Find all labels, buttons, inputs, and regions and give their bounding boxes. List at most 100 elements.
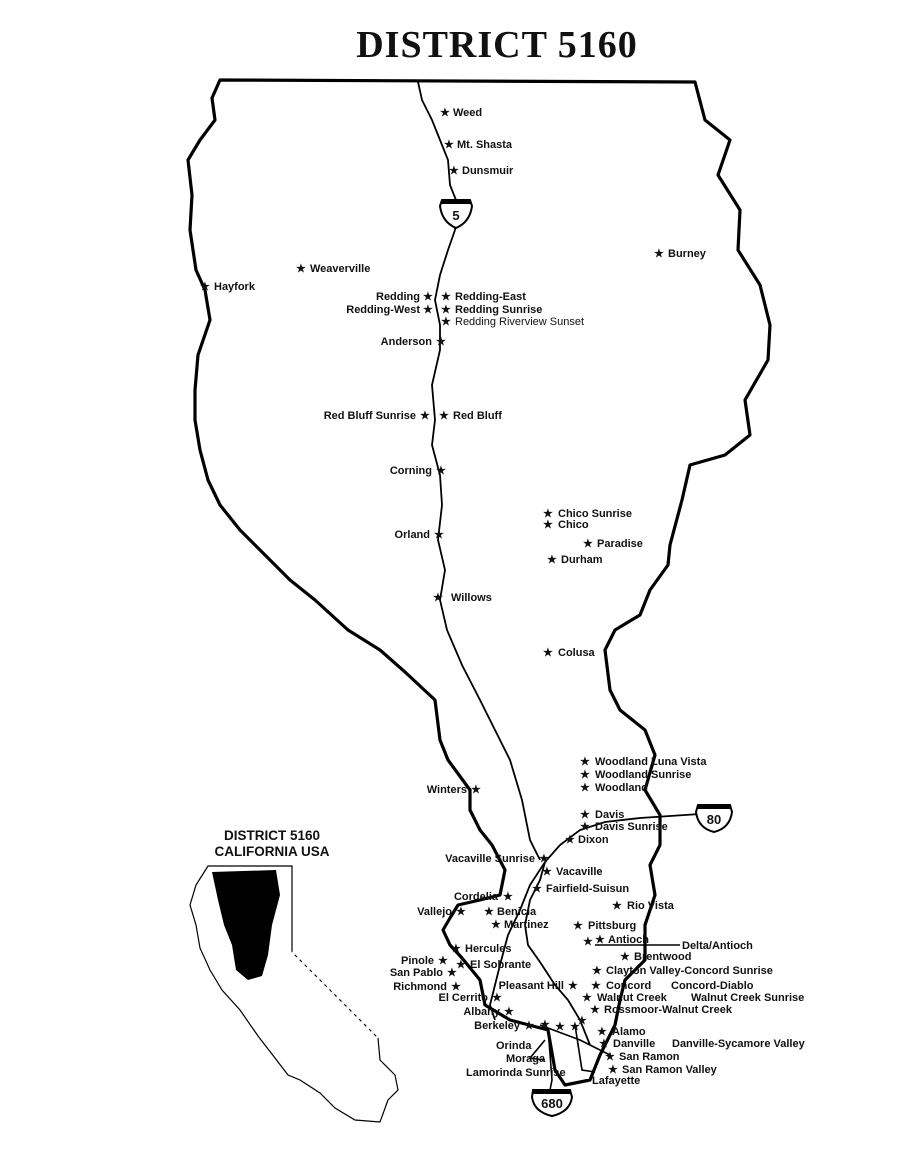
city-vacaville: Vacaville [556, 866, 603, 878]
city-fairfield-suisun: Fairfield-Suisun [546, 883, 629, 895]
interstate-680-route [524, 861, 591, 1046]
city-star-icon: ★ [438, 955, 448, 967]
inset-title-line2: CALIFORNIA USA [215, 844, 330, 859]
city-star-icon: ★ [447, 967, 457, 979]
city-star-icon: ★ [504, 1006, 514, 1018]
city-antioch: Antioch [608, 934, 649, 946]
city-rio-vista: Rio Vista [627, 900, 675, 912]
city-san-pablo: San Pablo [390, 967, 443, 979]
city-star-icon: ★ [620, 951, 630, 963]
city-star-icon: ★ [547, 554, 557, 566]
city-star-icon: ★ [580, 769, 590, 781]
inset-title-line1: DISTRICT 5160 [224, 828, 320, 843]
city-star-icon: ★ [605, 1051, 615, 1063]
city-star-icon: ★ [423, 304, 433, 316]
city-san-ramon-valley: San Ramon Valley [622, 1064, 718, 1076]
interstate-680-shield: 680 [530, 1089, 574, 1118]
city-star-icon: ★ [583, 936, 593, 948]
city-star-icon: ★ [540, 1019, 550, 1031]
city-star-icon: ★ [570, 1021, 580, 1033]
city-cordelia: Cordelia [454, 891, 499, 903]
city-star-icon: ★ [543, 508, 553, 520]
city-star-icon: ★ [423, 291, 433, 303]
interstate-5-shield: 5 [438, 199, 474, 230]
city-benicia: Benicia [497, 906, 537, 918]
city-star-icon: ★ [583, 538, 593, 550]
city-star-icon: ★ [582, 992, 592, 1004]
city-redding-sunrise: Redding Sunrise [455, 304, 542, 316]
city-woodland-luna-vista: Woodland Luna Vista [595, 756, 707, 768]
city-concord-diablo: Concord-Diablo [671, 980, 754, 992]
interstate-80-number: 80 [707, 812, 721, 827]
city-star-icon: ★ [580, 809, 590, 821]
city-star-icon: ★ [590, 1004, 600, 1016]
city-star-icon: ★ [444, 139, 454, 151]
city-richmond: Richmond [393, 981, 447, 993]
city-star-icon: ★ [491, 919, 501, 931]
district-boundary [186, 78, 772, 1087]
city-star-icon: ★ [580, 782, 590, 794]
city-star-icon: ★ [595, 934, 605, 946]
city-delta-antioch: Delta/Antioch [682, 940, 753, 952]
city-walnut-creek: Walnut Creek [597, 992, 668, 1004]
city-star-icon: ★ [592, 965, 602, 977]
city-davis: Davis [595, 809, 624, 821]
city-star-icon: ★ [608, 1064, 618, 1076]
city-star-icon: ★ [580, 756, 590, 768]
city-weaverville: Weaverville [310, 263, 370, 275]
city-star-icon: ★ [451, 943, 461, 955]
city-star-icon: ★ [654, 248, 664, 260]
city-star-icon: ★ [543, 519, 553, 531]
city-star-icon: ★ [503, 891, 513, 903]
city-dunsmuir: Dunsmuir [462, 165, 514, 177]
city-walnut-creek-sunrise: Walnut Creek Sunrise [691, 992, 804, 1004]
city-star-icon: ★ [543, 647, 553, 659]
city-star-icon: ★ [200, 281, 210, 293]
city-rossmoor-walnut-creek: Rossmoor-Walnut Creek [604, 1004, 733, 1016]
city-winters: Winters [427, 784, 467, 796]
city-star-icon: ★ [591, 980, 601, 992]
city-chico-sunrise: Chico Sunrise [558, 508, 632, 520]
city-star-icon: ★ [441, 316, 451, 328]
city-pittsburg: Pittsburg [588, 920, 636, 932]
city-star-icon: ★ [433, 592, 443, 604]
city-star-icon: ★ [296, 263, 306, 275]
city-star-icon: ★ [441, 291, 451, 303]
city-star-icon: ★ [440, 107, 450, 119]
city-markers: ★ Weed ★ Mt. Shasta ★ Dunsmuir ★ Burney … [200, 107, 806, 1087]
city-woodland: Woodland [595, 782, 648, 794]
city-dixon: Dixon [578, 834, 609, 846]
district-highlight [212, 870, 280, 980]
city-star-icon: ★ [597, 1026, 607, 1038]
city-weed: Weed [453, 107, 482, 119]
interstate-5-route [417, 81, 541, 861]
city-star-icon: ★ [420, 410, 430, 422]
city-red-bluff-sunrise: Red Bluff Sunrise [324, 410, 416, 422]
city-pleasant-hill: Pleasant Hill [499, 980, 564, 992]
city-mt-shasta: Mt. Shasta [457, 139, 513, 151]
city-star-icon: ★ [539, 853, 549, 865]
city-corning: Corning [390, 465, 432, 477]
city-star-icon: ★ [532, 883, 542, 895]
city-star-icon: ★ [555, 1021, 565, 1033]
city-alamo: Alamo [612, 1026, 646, 1038]
city-star-icon: ★ [439, 410, 449, 422]
interstate-80-shield: 80 [694, 804, 734, 834]
page-title: DISTRICT 5160 [356, 24, 638, 66]
city-star-icon: ★ [441, 304, 451, 316]
city-vallejo: Vallejo [417, 906, 452, 918]
city-martinez: Martinez [504, 919, 549, 931]
city-lafayette: Lafayette [592, 1075, 640, 1087]
city-hayfork: Hayfork [214, 281, 256, 293]
city-lamorinda-sunrise: Lamorinda Sunrise [466, 1067, 566, 1079]
city-redding-riverview-sunset: Redding Riverview Sunset [455, 316, 584, 328]
city-star-icon: ★ [580, 821, 590, 833]
bay-area-roads [528, 944, 680, 1091]
city-burney: Burney [668, 248, 707, 260]
city-moraga: Moraga [506, 1053, 546, 1065]
city-colusa: Colusa [558, 647, 596, 659]
interstate-680-number: 680 [541, 1096, 563, 1111]
city-brentwood: Brentwood [634, 951, 691, 963]
city-orinda: Orinda [496, 1040, 532, 1052]
